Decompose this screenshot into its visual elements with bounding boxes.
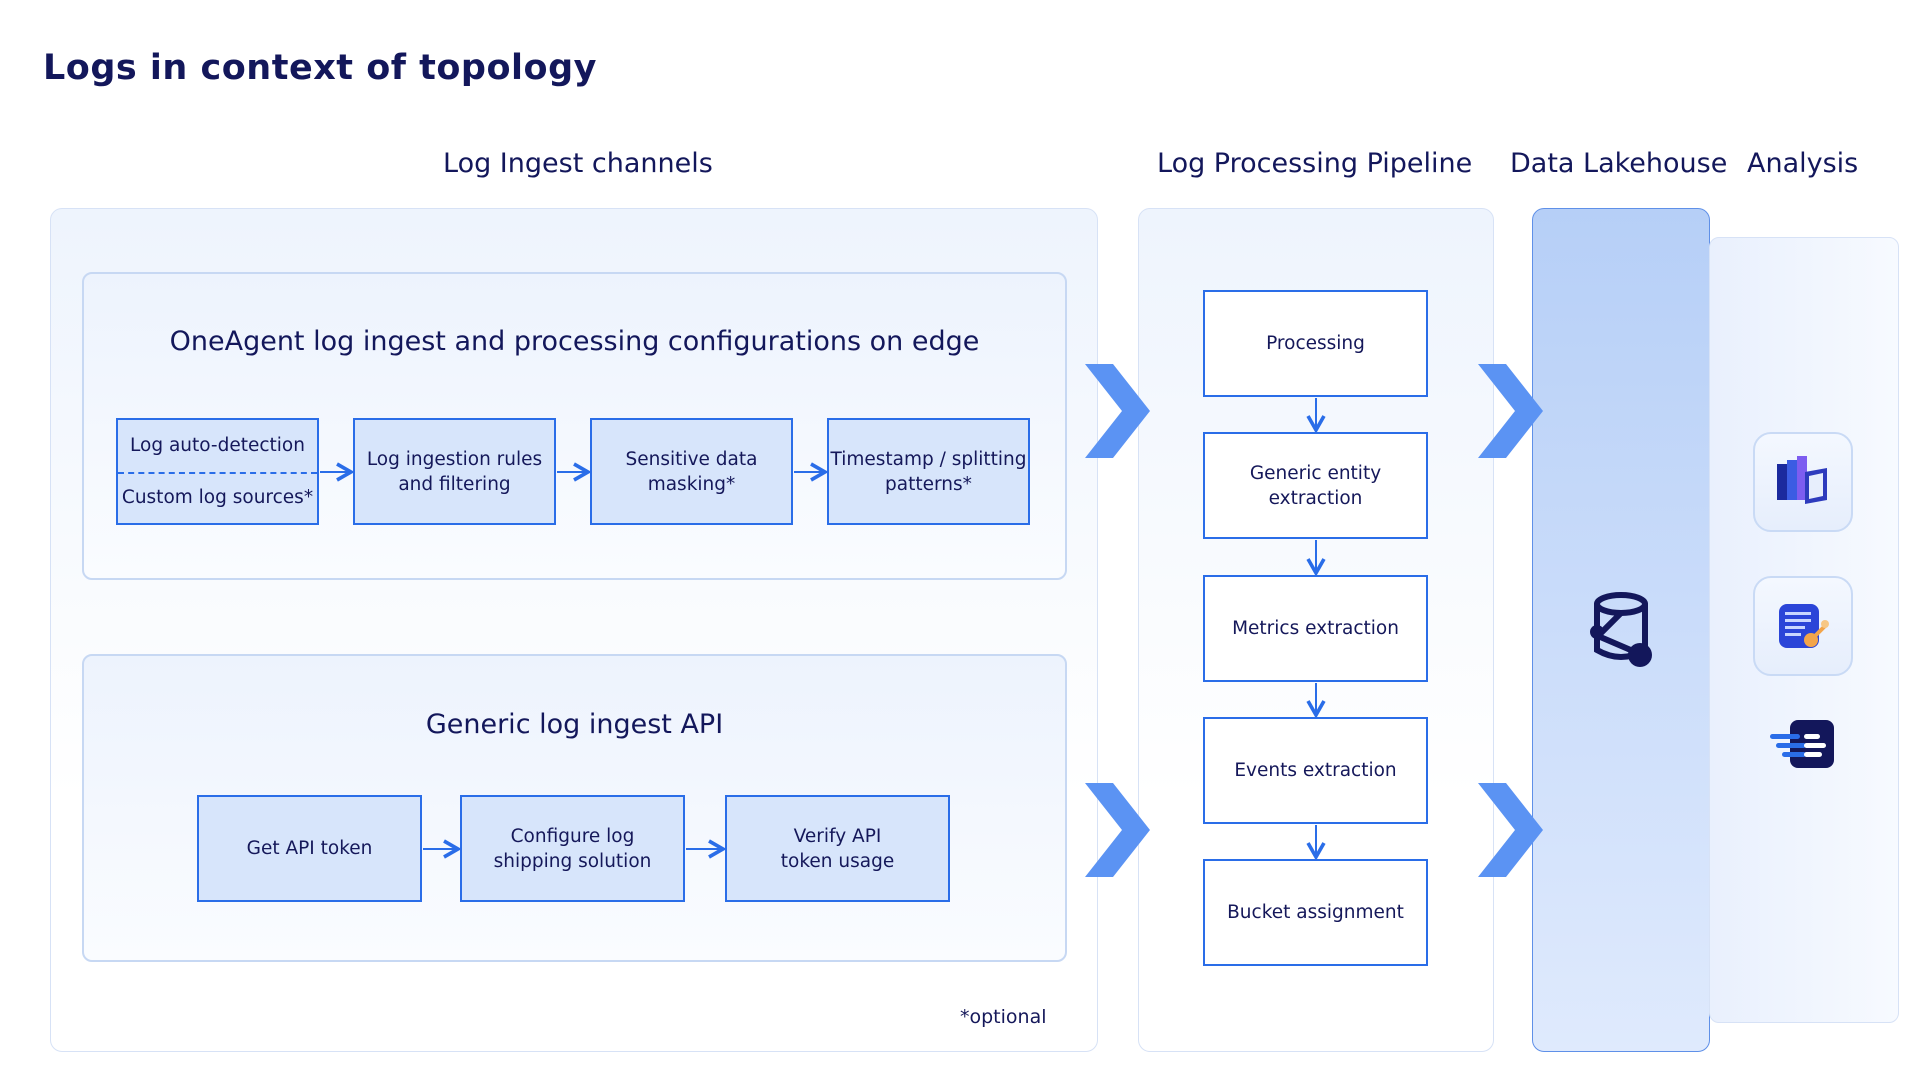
generic-api-section-title: Generic log ingest API <box>425 709 724 740</box>
pipeline-step-entity-extraction: Generic entity extraction <box>1203 432 1428 539</box>
data-lakehouse-panel <box>1532 208 1710 1052</box>
chevron-api-to-pipeline <box>1085 783 1150 877</box>
oneagent-section-title: OneAgent log ingest and processing confi… <box>169 326 980 357</box>
sensitive-masking-box: Sensitive data masking* <box>590 418 793 525</box>
logs-viewer-icon <box>1779 604 1829 648</box>
log-auto-detection-label: Log auto-detection <box>130 435 305 457</box>
chevron-pipeline-to-lakehouse-top <box>1478 364 1543 458</box>
optional-footnote: *optional <box>960 1006 1047 1028</box>
notebooks-tile[interactable] <box>1753 432 1853 532</box>
pipeline-step-events-extraction: Events extraction <box>1203 717 1428 824</box>
notebooks-icon <box>1777 456 1827 504</box>
page-title: Logs in context of topology <box>43 48 597 88</box>
lakehouse-column-heading: Data Lakehouse <box>1510 148 1728 179</box>
custom-log-sources-label: Custom log sources* <box>121 486 314 508</box>
dashboards-icon <box>1770 720 1834 768</box>
ingest-column-heading: Log Ingest channels <box>443 148 713 179</box>
configure-shipping-box: Configure log shipping solution <box>460 795 685 902</box>
pipeline-step-metrics-extraction: Metrics extraction <box>1203 575 1428 682</box>
timestamp-splitting-box: Timestamp / splitting patterns* <box>827 418 1030 525</box>
log-detection-sources-box: Log auto-detection Custom log sources* <box>116 418 319 525</box>
chevron-oneagent-to-pipeline <box>1085 364 1150 458</box>
get-api-token-box: Get API token <box>197 795 422 902</box>
pipeline-step-bucket-assignment: Bucket assignment <box>1203 859 1428 966</box>
dashed-divider <box>118 471 317 474</box>
dashboards-tile[interactable] <box>1768 714 1840 774</box>
pipeline-step-processing: Processing <box>1203 290 1428 397</box>
chevron-pipeline-to-lakehouse-bottom <box>1478 783 1543 877</box>
pipeline-column-heading: Log Processing Pipeline <box>1157 148 1473 179</box>
analysis-column-heading: Analysis <box>1747 148 1859 179</box>
logs-viewer-tile[interactable] <box>1753 576 1853 676</box>
